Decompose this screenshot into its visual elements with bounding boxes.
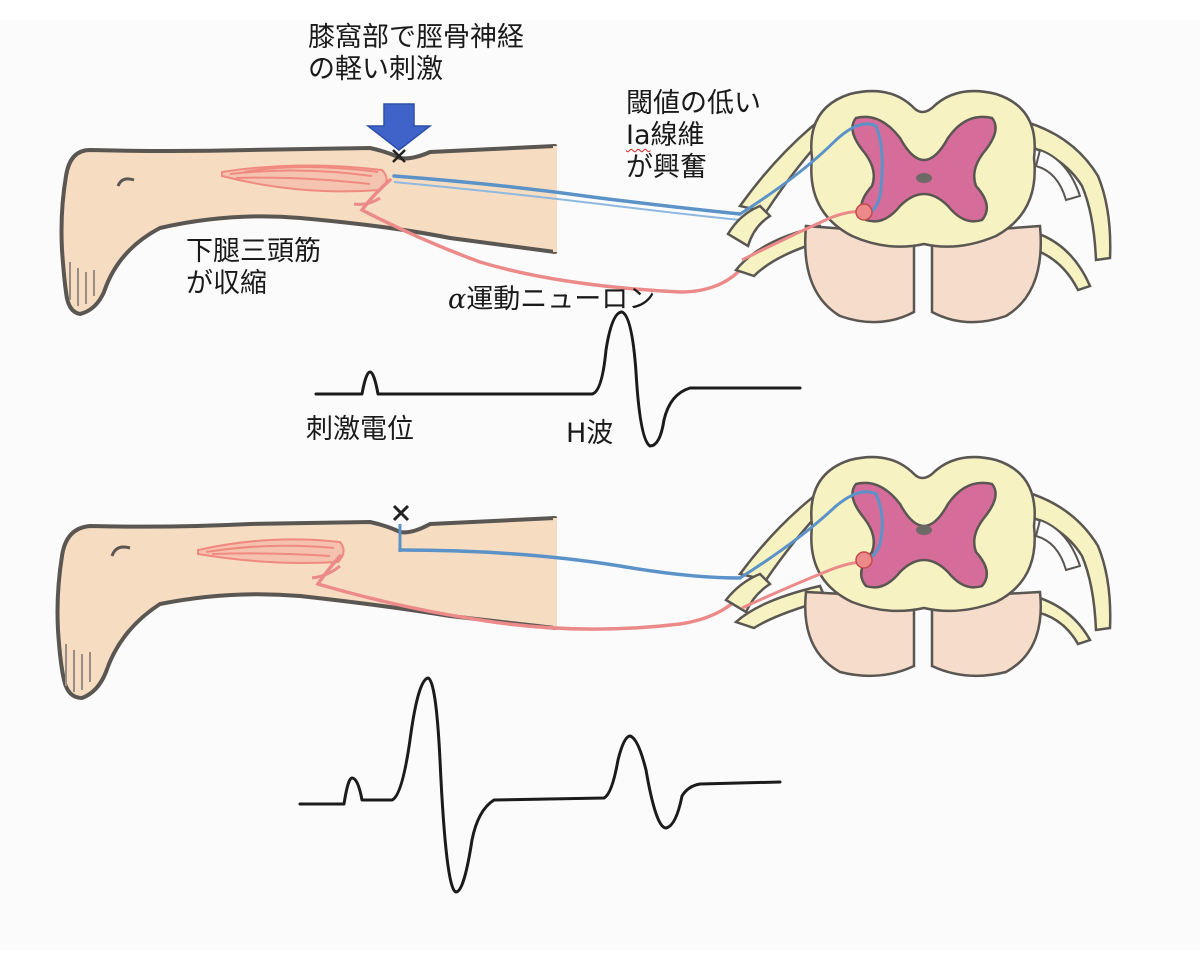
sensory-nerve-bottom xyxy=(398,548,742,580)
motor-nerve-top xyxy=(359,178,744,294)
alpha-symbol: α xyxy=(448,284,467,315)
motor-neuron-text: 運動ニューロン xyxy=(466,284,656,315)
motor-nerve-bottom-branch xyxy=(311,564,341,580)
motor-nerve-top-branch xyxy=(353,196,381,206)
toes-bottom xyxy=(65,644,91,692)
leg-bottom xyxy=(55,516,557,700)
stimulus-label-line1: 膝窩部で脛骨神経 xyxy=(308,22,524,53)
muscle-label: 下腿三頭筋 が収縮 xyxy=(186,236,321,300)
waveform-top xyxy=(314,310,802,448)
h-wave-label: H波 xyxy=(566,418,614,449)
calf-muscle-bottom xyxy=(197,538,345,564)
stimulus-label: 膝窩部で脛骨神経 の軽い刺激 xyxy=(308,22,524,86)
muscle-label-line2: が収縮 xyxy=(186,268,267,299)
ankle-bottom xyxy=(110,545,131,557)
motor-neuron-label: α運動ニューロン xyxy=(448,284,655,316)
stimulus-arrow xyxy=(365,103,433,151)
sensory-nerve-top-2 xyxy=(393,181,741,221)
fiber-label-line3: が興奮 xyxy=(626,152,707,183)
fiber-label-line2: Ia線維 xyxy=(626,120,761,152)
stim-potential-label: 刺激電位 xyxy=(306,414,414,445)
motor-nerve-bottom xyxy=(315,554,742,631)
spinal-cord-top xyxy=(726,89,1112,324)
toes-top xyxy=(69,262,95,306)
bottom-panel xyxy=(55,455,1112,700)
fiber-label: 閾値の低い Ia線維 が興奮 xyxy=(626,88,761,184)
sensory-nerve-top xyxy=(392,174,742,216)
stimulus-label-line2: の軽い刺激 xyxy=(308,54,443,85)
fiber-label-line1: 閾値の低い xyxy=(626,88,761,119)
fiber-text: 線維 xyxy=(650,120,705,151)
leg-top xyxy=(59,144,557,316)
spinal-cord-bottom xyxy=(724,455,1112,678)
waveform-bottom xyxy=(298,676,782,894)
stimulus-point-top xyxy=(392,149,406,163)
stimulus-point-bottom xyxy=(392,504,410,522)
ankle-top xyxy=(116,177,135,187)
top-panel xyxy=(59,89,1112,324)
ia-text: Ia xyxy=(626,120,651,151)
muscle-label-line1: 下腿三頭筋 xyxy=(186,236,321,267)
